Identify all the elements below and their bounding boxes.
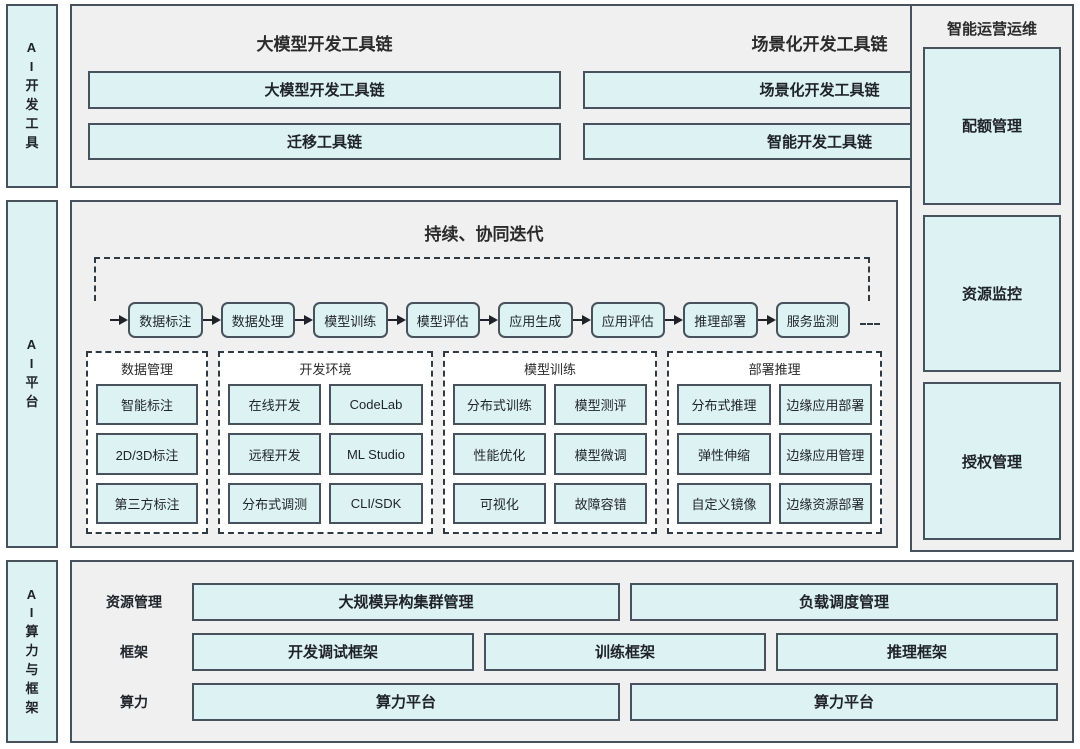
capability-item[interactable]: 模型微调	[554, 433, 648, 475]
capability-item[interactable]: 远程开发	[228, 433, 322, 475]
compute-item[interactable]: 算力平台	[630, 682, 1058, 721]
capability-item[interactable]: 边缘资源部署	[778, 482, 873, 525]
capability-group-title: 部署推理	[748, 362, 801, 377]
capability-item[interactable]: 第三方标注	[96, 482, 198, 525]
compute-row-label: 框架	[120, 643, 148, 660]
capability-item[interactable]: 可视化	[452, 482, 546, 525]
capability-group-title: 模型训练	[524, 362, 577, 377]
capability-item[interactable]: 2D/3D标注	[96, 433, 198, 475]
platform-title: 持续、协同迭代	[424, 225, 544, 244]
capability-item[interactable]: CLI/SDK	[329, 482, 423, 525]
capability-item[interactable]: ML Studio	[329, 433, 423, 475]
tool-column-title: 大模型开发工具链	[256, 35, 393, 54]
intelligent-operations-panel: 智能运营运维 配额管理 资源监控 授权管理	[910, 4, 1074, 552]
capability-group-dev-environment: 开发环境 在线开发 CodeLab 远程开发 ML Studio 分布式调测 C…	[218, 351, 433, 535]
tool-column-title: 场景化开发工具链	[751, 35, 888, 54]
capability-item[interactable]: 弹性伸缩	[677, 433, 771, 475]
capability-items: 智能标注 2D/3D标注 第三方标注	[96, 384, 198, 525]
pipeline-step[interactable]: 推理部署	[683, 302, 758, 338]
capability-item[interactable]: 分布式调测	[228, 482, 322, 525]
capability-item[interactable]: 分布式推理	[677, 384, 771, 426]
side-label-text: AI算力与框架	[25, 586, 40, 715]
side-label-ai-compute-framework: AI算力与框架	[6, 560, 58, 743]
pipeline-step[interactable]: 模型训练	[313, 302, 388, 338]
capability-item[interactable]: 故障容错	[554, 482, 648, 525]
compute-row-computing-power: 算力 算力平台 算力平台	[86, 682, 1058, 721]
intelligent-operations-column: 智能运营运维 配额管理 资源监控 授权管理	[910, 4, 1074, 552]
capability-group-title: 开发环境	[299, 362, 352, 377]
side-label-text: AI开发工具	[25, 40, 40, 150]
capability-group-deploy-inference: 部署推理 分布式推理 边缘应用部署 弹性伸缩 边缘应用管理 自定义镜像 边缘资源…	[667, 351, 883, 535]
capability-groups: 数据管理 智能标注 2D/3D标注 第三方标注 开发环境 在线开发 CodeLa…	[86, 351, 883, 535]
band-ai-compute-framework: AI算力与框架 资源管理 大规模异构集群管理 负载调度管理 框架 开发调试框架 …	[6, 560, 1074, 743]
band-ai-platform: AI平台 持续、协同迭代 数据标注 数据处理 模型训练 模型评估 应用生成	[6, 200, 1074, 549]
tool-column-large-model: 大模型开发工具链 大模型开发工具链 迁移工具链	[88, 18, 561, 174]
pipeline-step[interactable]: 应用生成	[498, 302, 573, 338]
compute-row-resource-management: 资源管理 大规模异构集群管理 负载调度管理	[86, 582, 1058, 621]
capability-items: 分布式推理 边缘应用部署 弹性伸缩 边缘应用管理 自定义镜像 边缘资源部署	[677, 384, 873, 525]
operations-item-resource-monitoring[interactable]: 资源监控	[923, 214, 1061, 373]
tool-item[interactable]: 大模型开发工具链	[88, 71, 561, 109]
arrow-icon	[110, 315, 128, 325]
capability-item[interactable]: 智能标注	[96, 384, 198, 426]
pipeline-step[interactable]: 数据标注	[128, 302, 203, 338]
capability-items: 在线开发 CodeLab 远程开发 ML Studio 分布式调测 CLI/SD…	[228, 384, 423, 525]
compute-item[interactable]: 负载调度管理	[630, 582, 1058, 621]
capability-item[interactable]: CodeLab	[329, 384, 423, 426]
compute-item[interactable]: 训练框架	[484, 632, 766, 671]
side-label-text: AI平台	[25, 337, 40, 409]
ai-compute-framework-panel: 资源管理 大规模异构集群管理 负载调度管理 框架 开发调试框架 训练框架 推理框…	[70, 560, 1074, 743]
operations-item-quota-management[interactable]: 配额管理	[923, 47, 1061, 205]
compute-row-framework: 框架 开发调试框架 训练框架 推理框架	[86, 632, 1058, 671]
pipeline-step[interactable]: 数据处理	[220, 302, 295, 338]
capability-item[interactable]: 分布式训练	[452, 384, 546, 426]
capability-group-data-management: 数据管理 智能标注 2D/3D标注 第三方标注	[86, 351, 208, 535]
pipeline-step[interactable]: 模型评估	[405, 302, 480, 338]
arrow-icon	[480, 315, 498, 325]
capability-item[interactable]: 性能优化	[452, 433, 546, 475]
arrow-icon	[757, 315, 776, 325]
capability-item[interactable]: 边缘应用部署	[778, 384, 873, 426]
arrow-icon	[295, 315, 313, 325]
arrow-icon	[202, 315, 221, 325]
side-label-ai-platform: AI平台	[6, 200, 58, 549]
compute-row-label: 算力	[120, 693, 148, 710]
arrow-icon	[387, 315, 406, 325]
compute-item[interactable]: 推理框架	[776, 632, 1058, 671]
ai-platform-panel: 持续、协同迭代 数据标注 数据处理 模型训练 模型评估 应用生成 应用评估	[70, 200, 898, 549]
capability-group-model-training: 模型训练 分布式训练 模型测评 性能优化 模型微调 可视化 故障容错	[442, 351, 658, 535]
arrow-icon	[665, 315, 683, 325]
pipeline-step[interactable]: 服务监测	[775, 302, 850, 338]
capability-item[interactable]: 模型测评	[554, 384, 648, 426]
compute-row-label: 资源管理	[106, 593, 162, 610]
compute-item[interactable]: 大规模异构集群管理	[192, 582, 620, 621]
operations-item-authorization-management[interactable]: 授权管理	[923, 382, 1061, 541]
pipeline-step[interactable]: 应用评估	[590, 302, 665, 338]
capability-item[interactable]: 在线开发	[228, 384, 322, 426]
side-label-ai-development-tools: AI开发工具	[6, 4, 58, 188]
operations-title: 智能运营运维	[946, 21, 1037, 38]
arrow-icon	[572, 315, 591, 325]
pipeline-flow: 数据标注 数据处理 模型训练 模型评估 应用生成 应用评估 推理部署 服务监测	[88, 255, 880, 341]
compute-item[interactable]: 算力平台	[192, 682, 620, 721]
capability-item[interactable]: 自定义镜像	[677, 482, 771, 525]
capability-items: 分布式训练 模型测评 性能优化 模型微调 可视化 故障容错	[452, 384, 648, 525]
band-ai-development-tools: AI开发工具 大模型开发工具链 大模型开发工具链 迁移工具链 场景化开发工具链 …	[6, 4, 1074, 188]
compute-item[interactable]: 开发调试框架	[192, 632, 474, 671]
capability-group-title: 数据管理	[120, 362, 173, 377]
pipeline-feedback-loop-dashed	[94, 257, 870, 301]
pipeline-steps: 数据标注 数据处理 模型训练 模型评估 应用生成 应用评估 推理部署 服务监测	[110, 299, 880, 341]
tool-item[interactable]: 迁移工具链	[88, 122, 561, 160]
capability-item[interactable]: 边缘应用管理	[778, 433, 873, 475]
pipeline-loop-tail	[860, 323, 880, 325]
ai-development-tools-panel: 大模型开发工具链 大模型开发工具链 迁移工具链 场景化开发工具链 场景化开发工具…	[70, 4, 1074, 188]
